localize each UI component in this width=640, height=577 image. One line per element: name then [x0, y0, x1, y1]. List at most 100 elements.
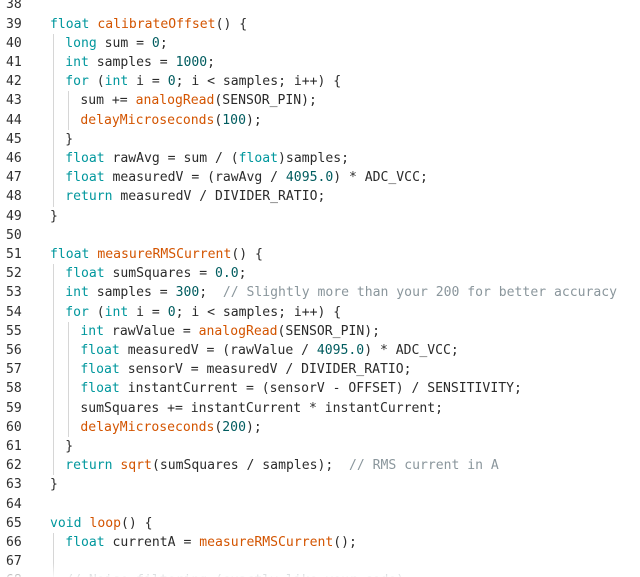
- code-token: sumSquares += instantCurrent * instantCu…: [80, 400, 444, 416]
- code-text: long sum = 0;: [65, 34, 168, 53]
- code-token: i =: [128, 304, 168, 320]
- indent-guide: [68, 341, 70, 361]
- code-token: (: [214, 419, 223, 435]
- indent-guide: [68, 398, 70, 418]
- line-number: 39: [6, 16, 22, 32]
- number-token: 200: [222, 419, 246, 435]
- function-token: sqrt: [120, 458, 152, 474]
- keyword-token: return: [65, 458, 113, 474]
- code-line[interactable]: 62 return sqrt(sumSquares / samples); // …: [0, 456, 640, 476]
- keyword-token: float: [50, 16, 90, 32]
- code-text: float measuredV = (rawAvg / 4095.0) * AD…: [65, 168, 428, 187]
- line-number: 46: [6, 151, 22, 166]
- code-text: return sqrt(sumSquares / samples); // RM…: [65, 456, 499, 475]
- code-line[interactable]: 38: [0, 0, 640, 15]
- keyword-token: int: [65, 285, 89, 301]
- code-line[interactable]: 61}: [0, 437, 640, 457]
- function-token: measureRMSCurrent: [199, 535, 334, 550]
- code-token: ();: [333, 535, 357, 550]
- indent-guide: [68, 110, 70, 130]
- number-token: 0: [151, 35, 160, 51]
- indent-guide: [68, 379, 70, 399]
- code-text: void loop() {: [50, 514, 153, 533]
- line-number: 38: [6, 0, 22, 13]
- line-number: 62: [6, 458, 22, 474]
- number-token: 0: [167, 304, 176, 320]
- code-token: )samples;: [278, 151, 349, 166]
- indent-guide: [53, 302, 54, 322]
- indent-guide: [53, 283, 54, 303]
- keyword-token: for: [65, 304, 89, 320]
- code-line[interactable]: 65 void loop() {: [0, 514, 640, 533]
- keyword-token: int: [80, 323, 105, 339]
- keyword-token: float: [80, 381, 120, 397]
- indent-guide: [53, 321, 54, 341]
- keyword-token: int: [65, 55, 89, 70]
- code-line[interactable]: 49}: [0, 207, 640, 226]
- code-token: );: [245, 112, 262, 128]
- code-token: }: [65, 439, 74, 454]
- code-text: for (int i = 0; i < samples; i++) {: [65, 72, 341, 91]
- code-token: ;: [159, 35, 168, 51]
- indent-guide: [53, 398, 54, 418]
- code-token: ;: [199, 285, 223, 301]
- indent-guide: [53, 129, 54, 149]
- code-text: }: [50, 475, 58, 494]
- number-token: 0: [167, 74, 176, 90]
- code-token: }: [50, 477, 58, 493]
- line-number: 66: [6, 535, 22, 550]
- code-line[interactable]: 63}: [0, 475, 640, 494]
- code-text: int samples = 300; // Slightly more than…: [65, 283, 617, 302]
- function-token: delayMicroseconds: [80, 112, 215, 128]
- indent-guide: [53, 72, 54, 92]
- code-token: );: [245, 419, 262, 435]
- indent-guide: [68, 91, 70, 111]
- function-token: loop: [89, 515, 121, 531]
- code-line[interactable]: 50: [0, 226, 640, 245]
- code-token: sum =: [96, 35, 152, 51]
- number-token: 4095.0: [285, 170, 334, 186]
- line-number: 41: [6, 55, 22, 70]
- code-token: (: [214, 112, 223, 128]
- code-line[interactable]: 45}: [0, 129, 640, 149]
- keyword-token: float: [50, 247, 90, 262]
- line-number: 40: [6, 35, 22, 51]
- line-number: 45: [6, 131, 22, 147]
- code-token: (SENSOR_PIN);: [277, 323, 380, 339]
- code-token: currentA =: [104, 535, 200, 550]
- code-text: }: [65, 130, 73, 149]
- indent-guide: [53, 360, 54, 380]
- line-number: 61: [6, 439, 22, 454]
- keyword-token: int: [104, 74, 129, 90]
- code-line[interactable]: 40 long sum = 0;: [0, 33, 640, 53]
- line-number: 49: [6, 208, 22, 224]
- code-token: i =: [128, 74, 168, 90]
- code-token: ) * ADC_VCC;: [364, 343, 459, 358]
- code-text: float instantCurrent = (sensorV - OFFSET…: [80, 379, 521, 398]
- line-number: 65: [6, 515, 22, 531]
- code-line[interactable]: 64: [0, 495, 640, 514]
- line-number: 57: [6, 362, 22, 378]
- keyword-token: float: [65, 170, 105, 186]
- code-token: measuredV / DIVIDER_RATIO;: [112, 189, 326, 205]
